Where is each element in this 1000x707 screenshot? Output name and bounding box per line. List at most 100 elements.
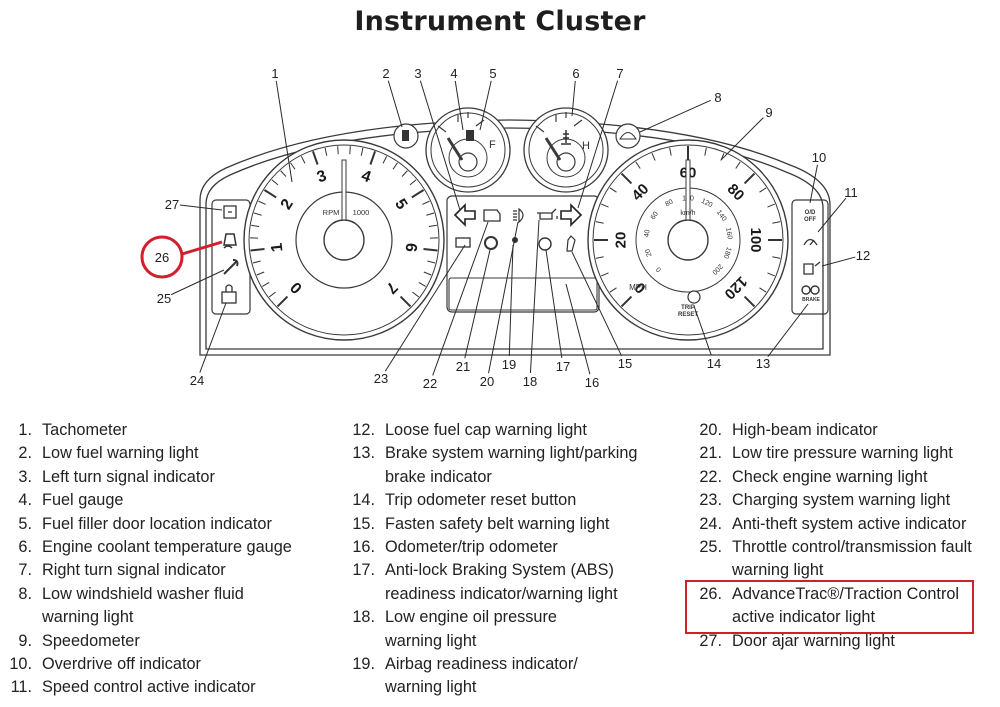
callout-number-6: 6: [572, 66, 579, 81]
gauge-minor-tick: [767, 272, 776, 277]
callout-number-3: 3: [414, 66, 421, 81]
trip-reset-button[interactable]: [687, 290, 701, 304]
legend-item: 17.Anti-lock Braking System (ABS)readine…: [343, 559, 637, 606]
odometer-display: [448, 277, 598, 311]
gauge-major-tick: [423, 247, 438, 252]
callout-leader-20: [488, 221, 519, 374]
check-engine-icon: [483, 209, 501, 222]
callout-leader-7: [577, 80, 619, 209]
gauge-minor-tick: [423, 271, 432, 276]
gauge-minor-tick: [609, 187, 617, 193]
fuel-cap-icon: [803, 261, 821, 275]
callout-leader-9: [720, 117, 764, 161]
legend-item-number: 26.: [699, 584, 722, 603]
legend-item: 2.Low fuel warning light: [0, 442, 292, 465]
oil-pressure-icon: [537, 208, 558, 220]
legend-item-text: Overdrive off indicator: [42, 655, 201, 674]
callout-leader-3: [419, 80, 461, 211]
gauge-inner-tick-label: 40: [643, 229, 651, 238]
legend-item-number: 12.: [352, 421, 375, 439]
gauge-minor-tick: [268, 291, 276, 298]
cluster-housing: [199, 119, 831, 356]
gauge-major-tick: [411, 189, 425, 199]
legend-item: 12. Loose fuel cap warning light: [343, 419, 637, 442]
callout-leader-12: [821, 256, 856, 267]
gauge-minor-tick: [651, 152, 656, 161]
gauge-minor-tick: [261, 282, 270, 287]
callout-number-22: 22: [423, 376, 437, 391]
callout-leader-27: [179, 204, 223, 211]
trip-label: TRIP: [681, 305, 695, 311]
thermometer-icon: [561, 130, 571, 145]
legend-item: 15.Fasten safety belt warning light: [343, 513, 637, 536]
callout-leader-10: [809, 164, 818, 204]
abs-icon: [538, 237, 552, 251]
advancetrac-icon: [223, 233, 237, 249]
legend-item: 5.Fuel filler door location indicator: [0, 513, 292, 536]
gauge-minor-tick: [252, 260, 261, 264]
legend-item: 1.Tachometer: [0, 419, 292, 442]
gauge-minor-tick: [360, 147, 364, 156]
gauge-minor-tick: [300, 156, 306, 164]
legend-item-number: 13.: [352, 444, 375, 463]
legend-item-text: Check engine warning light: [732, 467, 928, 486]
legend-item-number: 14.: [352, 491, 375, 510]
gauge-major-tick: [276, 295, 289, 308]
callout-number-15: 15: [618, 356, 632, 371]
washer-fluid-icon: [615, 123, 641, 149]
gauge-major-tick: [369, 150, 376, 165]
legend-item: 24.Anti-theft system active indicator: [690, 513, 972, 536]
legend-item-number: 21.: [699, 444, 722, 463]
highlight-arrow-26: [181, 240, 223, 256]
high-beam-icon: [513, 207, 524, 224]
speed-control-icon: [803, 238, 818, 246]
legend-item-text: AdvanceTrac®/Traction Control: [732, 584, 960, 603]
gauge-minor-tick: [422, 200, 430, 205]
callout-leader-11: [817, 197, 847, 233]
gauge-minor-tick: [251, 224, 260, 228]
callout-leader-23: [384, 244, 466, 372]
legend-item-text: Airbag readiness indicator/: [385, 655, 578, 674]
callout-number-11: 11: [844, 185, 858, 200]
legend-item-text: Low engine oil pressure: [385, 608, 557, 627]
legend-item-text-continued: warning light: [42, 608, 134, 627]
gauge-major-tick: [620, 295, 633, 308]
svg-text:BRAKE: BRAKE: [802, 297, 820, 303]
gauge-minor-tick: [290, 162, 296, 170]
callout-number-18: 18: [523, 374, 537, 389]
legend-item-number: 6.: [18, 538, 32, 557]
legend-item-text: Right turn signal indicator: [42, 561, 226, 580]
callout-number-25: 25: [157, 291, 171, 306]
legend-item-text: Loose fuel cap warning light: [385, 421, 587, 439]
legend-item-number: 24.: [699, 514, 722, 533]
gauge-minor-tick: [595, 221, 604, 224]
gauge-minor-tick: [600, 272, 609, 277]
callout-number-12: 12: [856, 248, 870, 263]
gauge-minor-tick: [428, 224, 437, 228]
fuel-gauge: F: [425, 107, 511, 193]
gauge-inner-tick-label: 160: [724, 227, 733, 240]
legend-item: 6.Engine coolant temperature gauge: [0, 536, 291, 559]
legend-item-text-continued: brake indicator: [385, 467, 492, 486]
legend-item: 3.Left turn signal indicator: [0, 466, 292, 489]
gauge-minor-tick: [595, 256, 604, 259]
legend-item-number: 27.: [699, 631, 722, 650]
legend-item-number: 2.: [18, 444, 32, 463]
callout-leader-24: [199, 302, 227, 373]
callout-number-1: 1: [271, 66, 278, 81]
svg-text:O/D: O/D: [805, 210, 816, 216]
gauge-tick-label: 20: [612, 232, 629, 249]
gauge-minor-tick: [759, 187, 767, 193]
gauge-major-tick: [743, 295, 756, 308]
legend-item-number: 8.: [18, 584, 32, 603]
gauge-minor-tick: [256, 271, 265, 276]
right-indicator-panel: [791, 199, 829, 315]
callout-number-4: 4: [450, 66, 457, 81]
